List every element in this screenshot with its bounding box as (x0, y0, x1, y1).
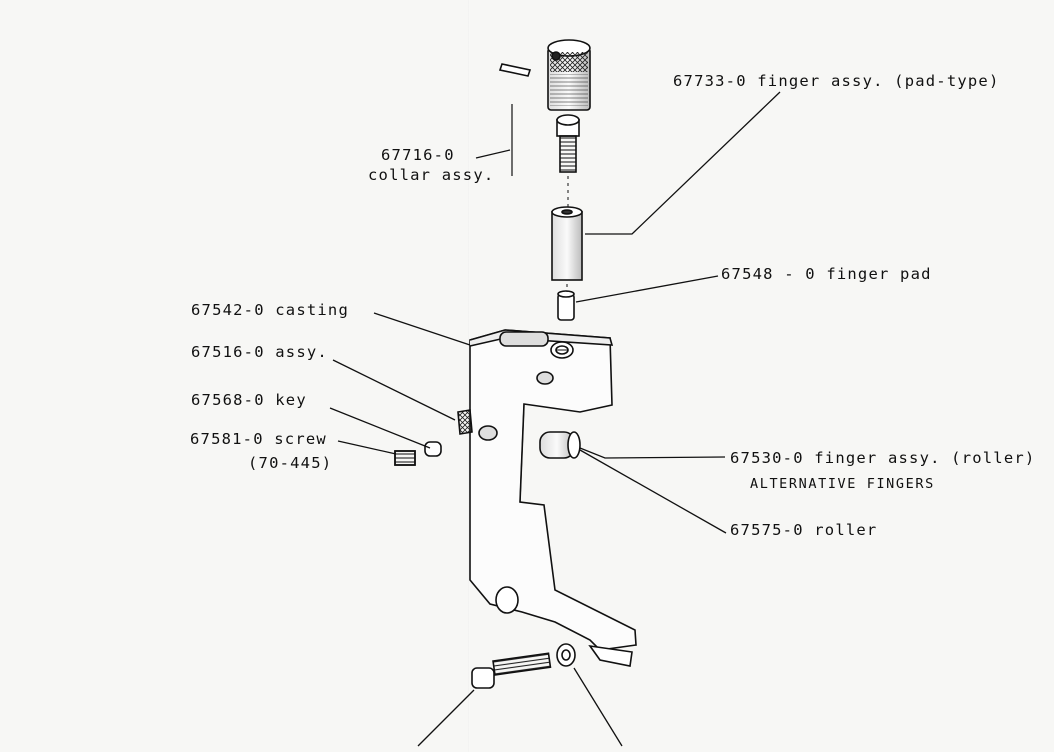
screw-part (394, 450, 416, 466)
key-part (424, 441, 442, 457)
lower-bolt-part (471, 652, 552, 689)
bolt-part (556, 114, 580, 173)
casting-part (457, 329, 637, 667)
finger-sleeve-part (551, 206, 583, 281)
collar-assy-text-label: collar assy. (368, 166, 495, 184)
collar-assy-number-label: 67716-0 (381, 146, 455, 164)
roller-part (539, 431, 581, 459)
screw-label: 67581-0 screw (190, 430, 327, 448)
page-fold (468, 0, 470, 752)
alternative-fingers-label: ALTERNATIVE FINGERS (750, 476, 935, 492)
key-label: 67568-0 key (191, 391, 307, 409)
finger-pad-part (557, 290, 575, 321)
assy-label: 67516-0 assy. (191, 343, 328, 361)
washer-part (556, 643, 576, 667)
collar-part (547, 39, 591, 111)
pin-part (498, 63, 532, 77)
finger-assy-pad-label: 67733-0 finger assy. (pad-type) (673, 72, 1000, 90)
finger-pad-label: 67548 - 0 finger pad (721, 265, 932, 283)
casting-label: 67542-0 casting (191, 301, 349, 319)
leader-lines (329, 91, 781, 747)
roller-label: 67575-0 roller (730, 521, 878, 539)
screw-ref-label: (70-445) (248, 454, 333, 472)
finger-assy-roller-label: 67530-0 finger assy. (roller) (730, 449, 1036, 467)
